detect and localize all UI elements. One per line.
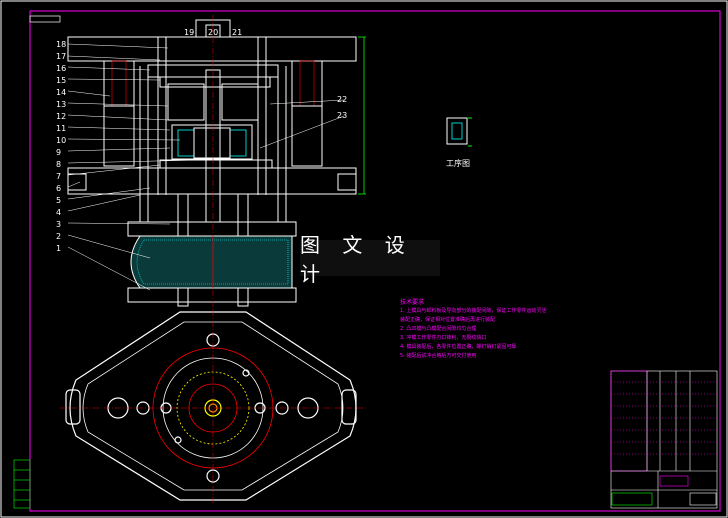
title-block: [610, 370, 718, 509]
part-number-label: 2: [56, 232, 62, 241]
part-number-label: 1: [56, 244, 62, 253]
notes-line: 3. 冲模工作零件刃口锋利，无裂纹缺口: [400, 335, 487, 341]
side-strip: [13, 459, 31, 509]
lower-die-base: [67, 167, 357, 195]
part-number-label: 14: [56, 88, 67, 97]
part-number-label: 13: [56, 100, 67, 109]
guide-post-right: [291, 60, 323, 107]
watermark: 图 文 设 计: [300, 233, 440, 286]
notes-line: 5. 装配后试冲合格后方可交付使用: [400, 353, 477, 359]
part-number-label: 16: [56, 64, 67, 73]
drawing-border: [29, 10, 721, 512]
part-number-label: 21: [232, 28, 243, 37]
notes-line: 4. 模具装配后，各零件位置正确，螺钉销钉紧固可靠: [400, 344, 517, 350]
process-drawing: [446, 117, 472, 147]
part-number-label: 9: [56, 148, 62, 157]
part-number-label: 3: [56, 220, 62, 229]
leader-lines: [67, 43, 345, 291]
part-number-label: 20: [208, 28, 219, 37]
part-number-label: 7: [56, 172, 62, 181]
part-number-label: 22: [337, 95, 348, 104]
part-number-label: 5: [56, 196, 62, 205]
part-number-label: 19: [184, 28, 195, 37]
part-number-label: 12: [56, 112, 67, 121]
part-number-label: 15: [56, 76, 67, 85]
part-number-label: 23: [337, 111, 348, 120]
guide-post-left: [103, 60, 135, 107]
top-left-tag: [29, 15, 61, 23]
part-number-label: 4: [56, 208, 62, 217]
part-number-label: 11: [56, 124, 67, 133]
part-number-label: 6: [56, 184, 62, 193]
front-view: [67, 15, 357, 310]
plan-view: [60, 310, 366, 505]
notes-line: 1. 上模具与卸料板及导向部分的装配间隙，保证工作零件运动灵活: [400, 308, 547, 314]
part-number-label: 8: [56, 160, 62, 169]
notes-line: 2. 凸凹模与凸模配合间隙均匀合理: [400, 326, 477, 332]
technical-notes: 技术要求 1. 上模具与卸料板及导向部分的装配间隙，保证工作零件运动灵活 装配正…: [400, 298, 600, 361]
upper-die-base: [67, 36, 357, 62]
part-number-label: 17: [56, 52, 67, 61]
notes-title: 技术要求: [400, 299, 425, 306]
process-label: 工序图: [446, 159, 470, 168]
height-dimension: [358, 36, 366, 195]
part-number-label: 18: [56, 40, 67, 49]
notes-line: 装配正确，保证相对位置准确后再进行装配: [400, 317, 496, 323]
part-number-label: 10: [56, 136, 67, 145]
